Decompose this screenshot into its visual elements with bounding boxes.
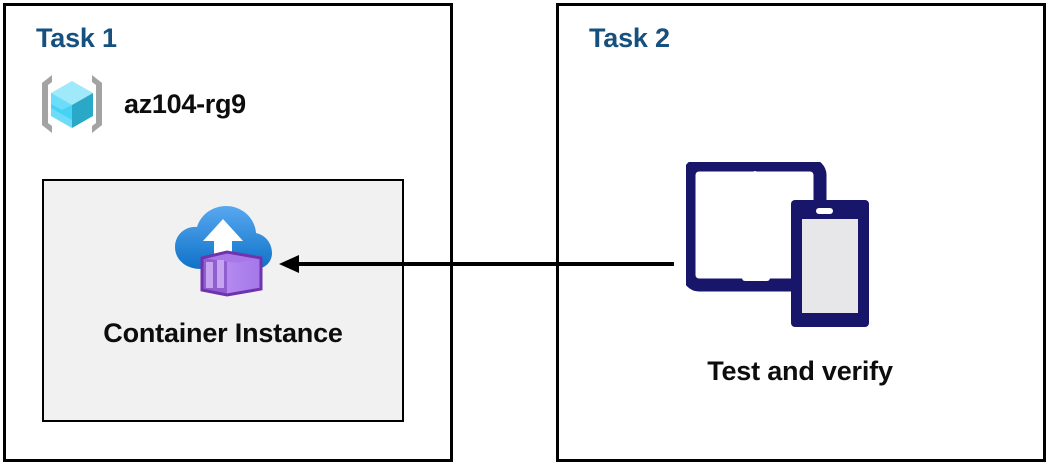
resource-group-row: az104-rg9 <box>36 68 246 140</box>
devices-label: Test and verify <box>707 356 893 386</box>
task-1-title: Task 1 <box>36 23 117 53</box>
resource-group-label: az104-rg9 <box>124 88 246 119</box>
task-1-panel: Task 1 az104-rg9 <box>3 3 453 462</box>
container-instance-box: Container Instance <box>42 179 404 422</box>
resource-group-icon <box>42 75 102 133</box>
container-instance-label: Container Instance <box>103 318 343 348</box>
container-instance-icon <box>175 206 272 297</box>
devices-tablet-phone-icon <box>686 162 869 327</box>
task-2-title: Task 2 <box>589 23 670 53</box>
